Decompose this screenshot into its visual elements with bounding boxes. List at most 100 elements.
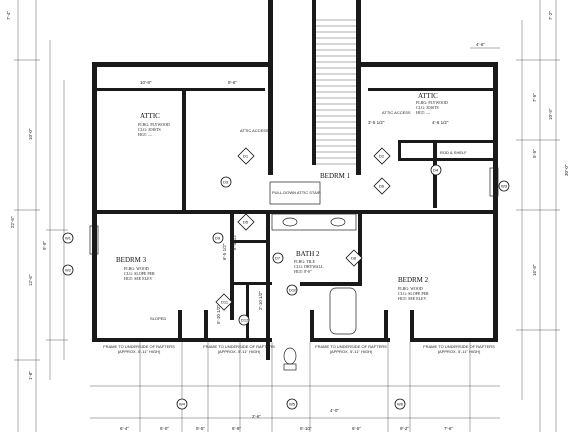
tag-label: D4 <box>433 168 439 173</box>
tag-marker <box>62 232 74 244</box>
wall-attic-left-roofline <box>97 88 265 91</box>
tag-marker <box>212 232 224 244</box>
dim-left-d: 12'-6" <box>28 274 33 286</box>
tag-label: D5 <box>243 220 249 225</box>
wall-stair-mid <box>312 0 316 165</box>
dim-right-e: 30'-0" <box>564 164 569 176</box>
attic-right-spec-2: CLG: JOISTS <box>416 105 439 110</box>
bottom-dimension-label: 6'-10" <box>300 426 312 431</box>
wall-bath-bottom <box>300 282 362 286</box>
tag-marker <box>373 147 391 165</box>
dim-right-a: 7'-2" <box>548 11 553 20</box>
bottom-dimension-lines <box>90 342 500 432</box>
attic-left-spec-1: FLRG: PLYWOOD <box>138 122 170 127</box>
wall-knee-bottom-right <box>410 338 498 342</box>
wall-bedrm2-top <box>362 210 498 214</box>
attic-right-spec-1: FLRG: PLYWOOD <box>416 100 448 105</box>
bottom-dimension-labels: 6'-4"6'-0"9'-5"6'-9"6'-10"6'-5"9'-2"7'-6… <box>120 426 453 431</box>
tag-label: D10 <box>289 288 297 293</box>
right-dimension-lines <box>470 0 560 432</box>
note-frame-2: FRAME TO UNDERSIDE OF RAFTERS (APPROX. 5… <box>203 344 275 354</box>
attic-pull-down-hatch <box>269 181 321 205</box>
wall-dormer-4 <box>384 310 388 342</box>
note-pull-down-stair: PULL-DOWN ATTIC STAIR <box>272 190 321 195</box>
note-frame-3: FRAME TO UNDERSIDE OF RAFTERS (APPROX. 5… <box>315 344 387 354</box>
tag-marker <box>345 249 363 267</box>
tag-label: D9 <box>215 236 221 241</box>
dim-bottom-b: 4'-0" <box>330 408 339 413</box>
wall-bedrm3-right <box>230 210 234 320</box>
bottom-dimension-label: 9'-2" <box>400 426 409 431</box>
tag-label: D12 <box>241 318 249 323</box>
wall-attic-left-inner <box>182 88 186 210</box>
sink-right <box>330 217 346 227</box>
bedrm3-spec-1: FLRG: WOOD <box>124 266 149 271</box>
tag-marker <box>176 398 188 410</box>
bottom-dimension-label: 6'-0" <box>160 426 169 431</box>
wall-bath-right <box>358 210 362 285</box>
bath2-spec-2: CLG: DRYWALL <box>294 264 324 269</box>
room-bedrm2: BEDRM 2 <box>398 276 429 284</box>
wall-top-right-segment <box>358 62 498 67</box>
dim-bath-width: 5'-4 1/2" <box>232 233 237 250</box>
tag-marker <box>498 180 510 192</box>
dim-left-e: 9'-9" <box>42 241 47 250</box>
tag-label: W3 <box>501 184 508 189</box>
note-frame-1-box: FRAME TO UNDERSIDE OF RAFTERS (APPROX. 5… <box>103 344 175 354</box>
wall-hall-horizontal <box>232 210 362 214</box>
bedrm2-spec-1: FLRG: WOOD <box>398 286 423 291</box>
dim-right-c: 5'-5" <box>532 149 537 158</box>
toilet-tank <box>283 363 297 371</box>
dim-right-f: 16'-8" <box>532 264 537 276</box>
wall-dormer-1 <box>178 310 182 342</box>
tag-marker <box>220 176 232 188</box>
wall-knee-bottom-left <box>92 338 182 342</box>
wall-bedrm3-top <box>92 210 232 214</box>
note-frame-1: FRAME TO UNDERSIDE OF RAFTERS (APPROX. 5… <box>103 344 175 354</box>
tag-label: D3 <box>223 180 229 185</box>
dim-left-c: 22'-6" <box>10 216 15 228</box>
tag-label: W5 <box>289 402 296 407</box>
left-dimension-lines <box>14 0 68 432</box>
wall-hall-lower-horizontal <box>232 240 268 243</box>
dim-closet-a: 2'-10 1/2" <box>258 291 263 310</box>
dim-bottom-a: 2'-6" <box>252 414 261 419</box>
tag-label: D11 <box>221 300 229 305</box>
room-bedrm1: BEDRM 1 <box>320 172 351 180</box>
tag-label: D7 <box>275 256 281 261</box>
vanity-counter <box>271 213 357 231</box>
dim-right-d: 10'-9" <box>548 108 553 120</box>
tag-marker <box>215 293 233 311</box>
wall-bedrm3-left <box>92 212 97 342</box>
attic-right-spec-3: HGT: — <box>416 110 431 115</box>
note-attic-access-left: ATTIC ACCESS <box>240 128 269 133</box>
dim-closet-b: 5'-10 1/2" <box>216 305 221 324</box>
sink-left <box>282 217 298 227</box>
tag-marker <box>394 398 406 410</box>
tag-marker <box>286 284 298 296</box>
wall-closet-mid <box>246 285 249 340</box>
tag-marker <box>373 177 391 195</box>
bedrm2-spec-3: HGT: SEE ELEV <box>398 296 427 301</box>
tag-marker <box>237 213 255 231</box>
wall-upper-right <box>493 62 498 212</box>
note-rod-shelf: ROD & SHELF <box>440 150 467 155</box>
bathtub <box>329 287 357 335</box>
dim-closet-c: 6'-5 1/2" <box>222 243 227 260</box>
dim-right-b: 7'-5" <box>532 93 537 102</box>
tag-label: D1 <box>243 154 249 159</box>
bottom-dimension-label: 6'-4" <box>120 426 129 431</box>
wall-dormer-2 <box>204 310 208 342</box>
wall-dormer-3 <box>310 310 314 342</box>
note-frame-3-box: FRAME TO UNDERSIDE OF RAFTERS (APPROX. 5… <box>315 344 387 354</box>
room-attic-right: ATTIC <box>418 92 438 100</box>
tag-marker <box>237 147 255 165</box>
note-frame-4-box: FRAME TO UNDERSIDE OF RAFTERS (APPROX. 5… <box>423 344 495 354</box>
wall-upper-left <box>92 62 97 212</box>
tag-label: W1 <box>65 236 72 241</box>
bedrm3-spec-3: HGT: SEE ELEV <box>124 276 153 281</box>
tag-label: D8 <box>351 256 357 261</box>
wall-closet-top <box>232 282 272 285</box>
